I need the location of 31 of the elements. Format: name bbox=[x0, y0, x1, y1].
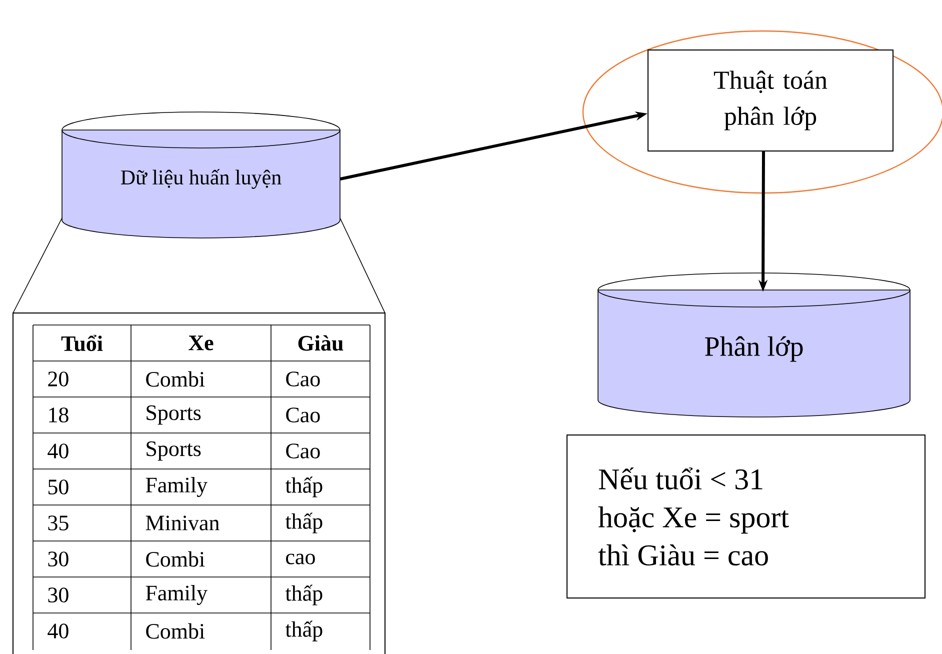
table-cell: thấp bbox=[285, 584, 322, 606]
table-cell: Combi bbox=[146, 551, 205, 567]
table-header: Tuổi bbox=[61, 334, 103, 352]
table-cell: Cao bbox=[286, 408, 320, 422]
table-header: Xe bbox=[188, 336, 214, 350]
table-cell: Family bbox=[146, 477, 208, 497]
table-cell: Family bbox=[146, 585, 208, 605]
table-cell: 18 bbox=[49, 408, 68, 422]
table-cell: 50 bbox=[48, 480, 68, 494]
table-cell: Sports bbox=[146, 441, 201, 461]
table-cell: Minivan bbox=[146, 516, 220, 530]
cylinder: Dữ liệu huấn luyện bbox=[62, 112, 340, 238]
process-box: Thuật toán phân lớp bbox=[648, 50, 894, 152]
table-cell: 35 bbox=[48, 516, 68, 530]
table-cell: 40 bbox=[48, 444, 68, 458]
table-cell: 30 bbox=[48, 552, 68, 566]
table-cell: thấp bbox=[285, 476, 322, 498]
table-header: Giàu bbox=[298, 335, 344, 351]
table-cell: thấp bbox=[285, 620, 322, 642]
table-cell: cao bbox=[286, 554, 315, 564]
table-cell: 20 bbox=[48, 372, 68, 386]
cylinder: Phân lớp bbox=[598, 272, 910, 418]
table-cell: Sports bbox=[146, 405, 201, 425]
table-cell: Combi bbox=[146, 623, 205, 639]
table-cell: 40 bbox=[48, 624, 68, 638]
table-cell: Cao bbox=[286, 372, 320, 386]
table-cell: thấp bbox=[285, 512, 322, 534]
table-cell: 30 bbox=[48, 588, 68, 602]
table-cell: Combi bbox=[146, 371, 205, 387]
ellipse-outline bbox=[582, 30, 942, 194]
table-cell: Cao bbox=[286, 444, 320, 458]
